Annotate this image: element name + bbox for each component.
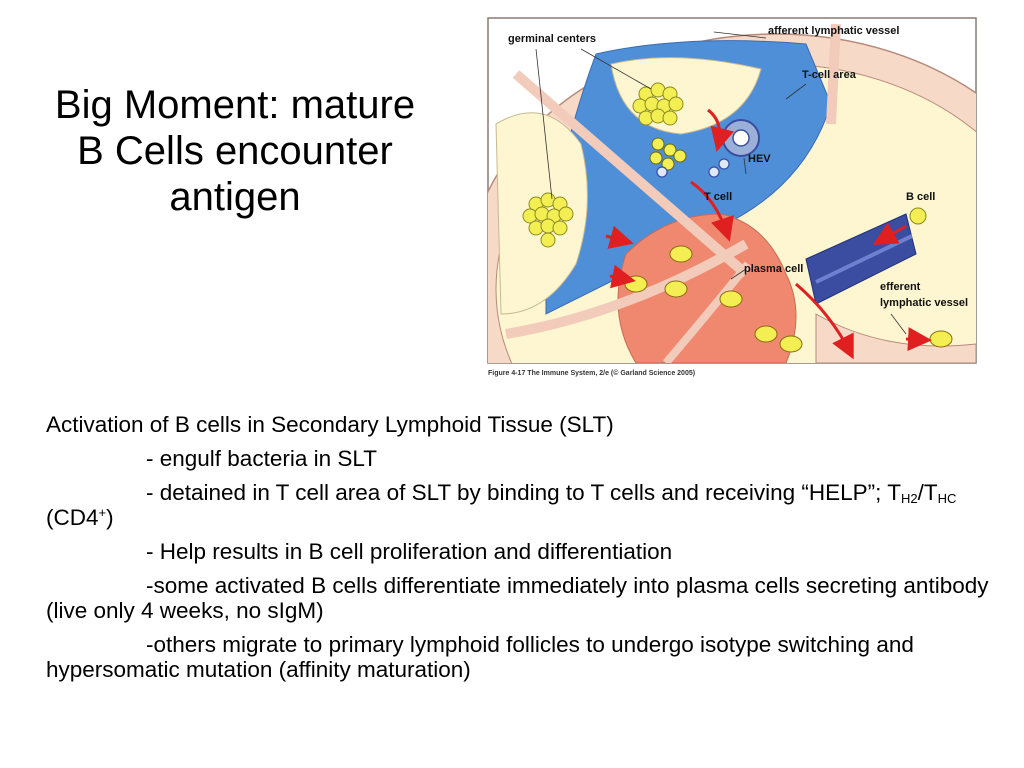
body-text: Activation of B cells in Secondary Lymph… bbox=[46, 412, 996, 691]
title-line-1: Big Moment: mature bbox=[54, 83, 416, 127]
subscript-h2: H2 bbox=[901, 491, 918, 506]
paragraph-4: - Help results in B cell proliferation a… bbox=[46, 539, 996, 564]
germinal-center-left bbox=[522, 192, 574, 248]
label-t-cell: T cell bbox=[704, 191, 732, 203]
paragraph-3-text-b: /T bbox=[917, 480, 938, 505]
paragraph-3: - detained in T cell area of SLT by bind… bbox=[46, 480, 996, 530]
label-germinal-centers: germinal centers bbox=[508, 33, 596, 45]
migration-arrows bbox=[605, 108, 932, 360]
paragraph-2: - engulf bacteria in SLT bbox=[46, 446, 996, 471]
paragraph-6-text: -others migrate to primary lymphoid foll… bbox=[46, 632, 914, 682]
subscript-hc: HC bbox=[937, 491, 957, 506]
paragraph-3-text-d: ) bbox=[106, 505, 114, 530]
b-cells-t-area bbox=[649, 137, 687, 171]
label-efferent: efferent bbox=[880, 281, 921, 293]
paragraph-5: -some activated B cells differentiate im… bbox=[46, 573, 996, 623]
slide-title: Big Moment: mature B Cells encounter ant… bbox=[20, 82, 450, 220]
paragraph-5-text: -some activated B cells differentiate im… bbox=[46, 573, 989, 623]
t-cells bbox=[656, 158, 730, 178]
title-line-3: antigen bbox=[169, 175, 301, 219]
b-cell-icon bbox=[909, 207, 927, 225]
label-t-cell-area: T-cell area bbox=[802, 69, 857, 81]
germinal-center-top bbox=[632, 82, 684, 126]
title-line-2: B Cells encounter bbox=[77, 129, 393, 173]
figure-caption: Figure 4-17 The Immune System, 2/e (© Ga… bbox=[488, 369, 695, 377]
paragraph-2-text: - engulf bacteria in SLT bbox=[146, 446, 377, 471]
lymph-node-figure: germinal centers afferent lymphatic vess… bbox=[486, 14, 980, 378]
paragraph-1: Activation of B cells in Secondary Lymph… bbox=[46, 412, 614, 437]
paragraph-3-text-a: - detained in T cell area of SLT by bind… bbox=[146, 480, 902, 505]
paragraph-4-text: - Help results in B cell proliferation a… bbox=[146, 539, 673, 564]
label-hev: HEV bbox=[748, 153, 771, 165]
paragraph-3-text-c: (CD4 bbox=[46, 505, 99, 530]
label-plasma-cell: plasma cell bbox=[744, 263, 803, 275]
superscript-plus: + bbox=[98, 505, 107, 520]
label-b-cell: B cell bbox=[906, 191, 935, 203]
label-lymphatic-vessel: lymphatic vessel bbox=[880, 297, 968, 309]
lymph-node-diagram: germinal centers afferent lymphatic vess… bbox=[487, 17, 977, 377]
paragraph-6: -others migrate to primary lymphoid foll… bbox=[46, 632, 996, 682]
label-afferent: afferent lymphatic vessel bbox=[768, 25, 899, 37]
